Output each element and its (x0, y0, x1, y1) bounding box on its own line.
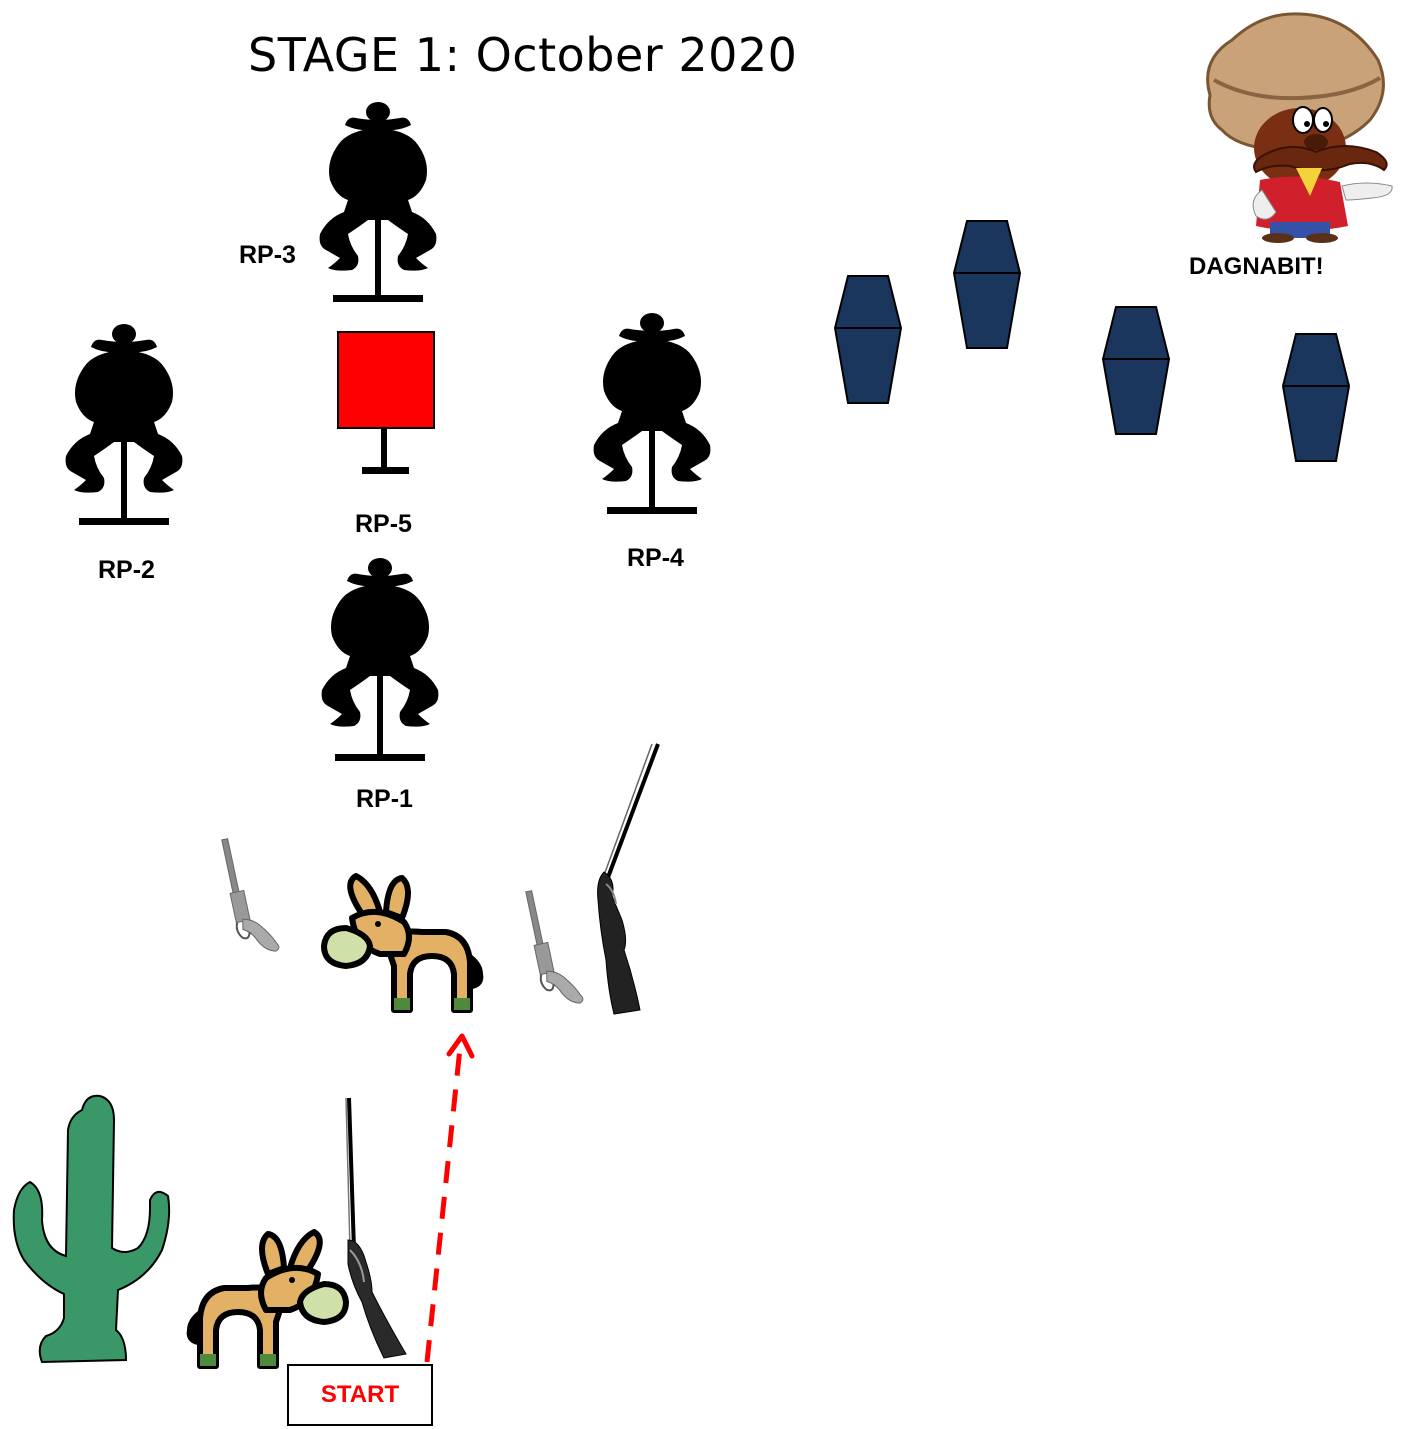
coffin-icon (1282, 333, 1350, 462)
revolver-icon (521, 883, 585, 1012)
rp5-red-square-target-icon (337, 331, 435, 474)
shotgun-icon (597, 743, 660, 1015)
rp2-target-icon (65, 324, 183, 525)
saguaro-cactus-icon (12, 1094, 171, 1364)
stage-title: STAGE 1: October 2020 (248, 28, 798, 82)
character-caption: DAGNABIT! (1189, 253, 1324, 280)
rp1-label: RP-1 (356, 785, 413, 813)
rp3-target-icon (319, 102, 437, 302)
prospector-character-icon (1206, 12, 1393, 243)
rp2-label: RP-2 (98, 556, 155, 584)
rp1-target-icon (321, 558, 439, 761)
start-box: START (287, 1364, 433, 1426)
coffin-icon (1102, 306, 1170, 435)
rp4-target-icon (593, 313, 711, 514)
dashed-arrow-icon (424, 1033, 475, 1363)
coffin-icon (834, 275, 902, 404)
mule-icon (190, 1232, 346, 1366)
revolver-icon (217, 831, 281, 960)
rp3-label: RP-3 (239, 241, 296, 269)
start-label: START (320, 1381, 400, 1408)
coffin-icon (953, 220, 1021, 349)
rifle-icon (345, 1097, 407, 1359)
rp4-label: RP-4 (627, 544, 684, 572)
rp5-label: RP-5 (355, 510, 412, 538)
mule-icon (324, 876, 480, 1010)
